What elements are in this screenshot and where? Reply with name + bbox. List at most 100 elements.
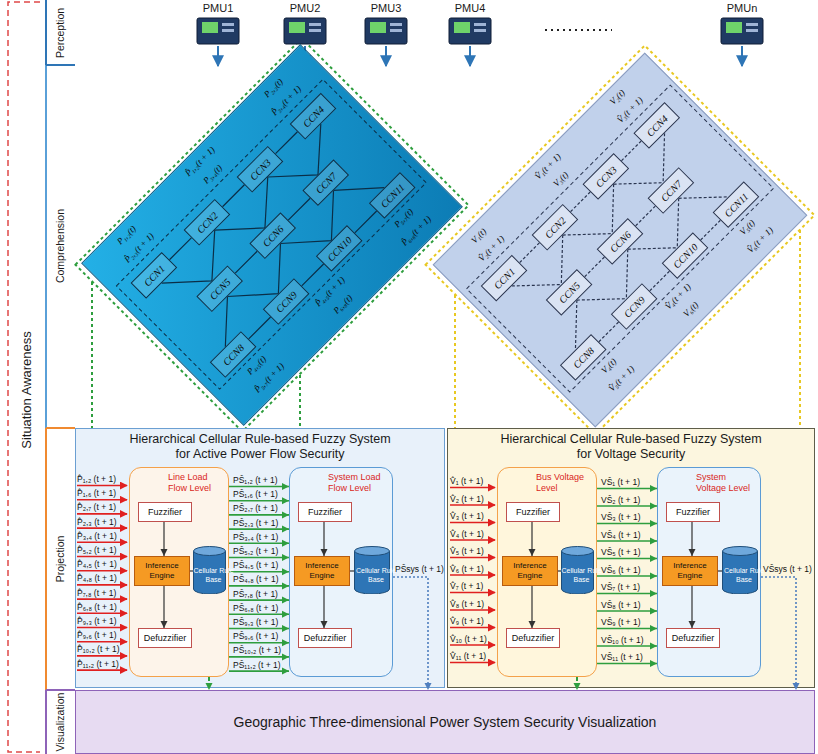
box-label: CCN10 (325, 234, 354, 263)
arrowhead (650, 485, 657, 492)
ellipsis-dots (545, 29, 612, 31)
input-arrow (77, 669, 127, 671)
stage-line (45, 0, 47, 65)
level-title: System Load Flow Level (328, 472, 388, 493)
ccn-cell: CCN1 (481, 255, 528, 302)
input-arrow (450, 574, 495, 576)
arrowhead (650, 643, 657, 650)
connector (161, 586, 168, 628)
ccn-cell: CCN5 (196, 265, 243, 312)
pmu-button (474, 29, 486, 32)
input-signal: V̂₅ (t + 1) (450, 546, 496, 556)
connector (597, 555, 657, 562)
defuzzifier-box: Defuzzifier (506, 628, 560, 648)
cylinder-side (722, 551, 723, 589)
stage-line (45, 428, 47, 690)
box-label: CCN8 (570, 345, 595, 370)
box-label: Defuzzifier (672, 633, 715, 643)
box-label: CCN6 (260, 223, 285, 248)
input-arrow (450, 504, 495, 506)
stage-label: Projection (52, 459, 68, 659)
connector-line (597, 575, 657, 577)
input-signal: P̂₁,₆ (t + 1) (77, 488, 127, 498)
arrowhead (650, 555, 657, 562)
power-flow-ccn-grid: CCN1CCN2CCN3CCN4CCN5CCN6CCN7CCN8CCN9CCN1… (81, 44, 463, 426)
defuzzifier-box: Defuzzifier (138, 628, 192, 648)
stage-line (45, 690, 47, 754)
connector (229, 540, 289, 547)
connector (206, 677, 213, 690)
connector (229, 511, 289, 518)
arrowhead (650, 590, 657, 597)
edge-label: PŜ₁,₂ (t + 1) (233, 475, 278, 485)
input-signal: P̂₂,₃ (t + 1) (77, 517, 127, 527)
arrowhead (282, 611, 289, 618)
input-arrow (77, 485, 127, 487)
stage-label: Visualization (52, 690, 68, 754)
ccn-wire (154, 116, 392, 354)
input-signal: V̂₉ (t + 1) (450, 616, 496, 626)
rule-base-cylinder: Cellular Rule Base (354, 546, 398, 594)
edge-label: VŜ₈ (t + 1) (601, 600, 641, 610)
connector-line (229, 670, 289, 672)
box-label: CCN9 (273, 289, 298, 314)
connector-line (229, 514, 289, 516)
ccn-cell: CCN10 (662, 232, 709, 279)
connector-line (229, 585, 289, 587)
pmu-button (390, 29, 402, 32)
pmu-icon (449, 18, 491, 66)
input-signal: V̂₄ (t + 1) (450, 529, 496, 539)
ccn-cell: CCN3 (583, 153, 630, 200)
awareness-bracket (8, 2, 40, 752)
connector-line (597, 645, 657, 647)
pmu-button (390, 23, 402, 26)
input-arrow (450, 539, 495, 541)
connector (190, 571, 193, 572)
connector (229, 554, 289, 561)
fuzzy-system-panel: Hierarchical Cellular Rule-based Fuzzy S… (447, 428, 815, 688)
edge-label: PŜ₅,₂ (t + 1) (233, 546, 278, 556)
stage-tick (46, 64, 75, 66)
box-label: Fuzzifier (308, 507, 342, 517)
connector-line (597, 628, 657, 630)
connector (597, 590, 657, 597)
connector (229, 625, 289, 632)
arrowhead (282, 554, 289, 561)
pmu-screen (370, 22, 386, 33)
connector (597, 538, 657, 545)
visualization-bar: Geographic Three-dimensional Power Syste… (75, 690, 815, 754)
input-signal: P̂₅,₂ (t + 1) (77, 545, 127, 555)
connector (229, 597, 289, 604)
fuzzifier-box: Fuzzifier (298, 502, 352, 522)
pmu-body (449, 18, 491, 44)
fuzzy-level-panel: System Voltage LevelFuzzifierInference E… (657, 467, 761, 677)
arrowhead (282, 540, 289, 547)
arrowhead (650, 625, 657, 632)
box-label: Defuzzifier (512, 633, 555, 643)
connector-line (229, 557, 289, 559)
connector-line (350, 570, 354, 571)
arrowhead (161, 549, 168, 556)
pmu-arrow (385, 46, 387, 66)
connector-line (229, 528, 289, 530)
connector (229, 582, 289, 589)
box-label: CCN4 (300, 103, 325, 128)
edge-label: VŜ₆ (t + 1) (601, 565, 641, 575)
pmu-arrow (741, 46, 743, 66)
pmu-button (746, 23, 758, 26)
box-label: Fuzzifier (148, 507, 182, 517)
input-arrow (450, 522, 495, 524)
pmu-button (309, 29, 321, 32)
input-signal: P̂₁₁,₂ (t + 1) (77, 659, 127, 669)
box-label: CCN3 (247, 157, 272, 182)
edge-label: PŜ₂,₇ (t + 1) (233, 503, 278, 513)
connector (229, 483, 289, 490)
input-arrow-group (77, 486, 495, 671)
box-label: CCN11 (722, 190, 750, 218)
pmu-icon (197, 18, 239, 66)
cylinder-top (723, 547, 758, 556)
input-arrow (450, 662, 495, 664)
pmu-body (197, 18, 239, 44)
box-label: Fuzzifier (516, 507, 550, 517)
connector-line (761, 577, 796, 690)
